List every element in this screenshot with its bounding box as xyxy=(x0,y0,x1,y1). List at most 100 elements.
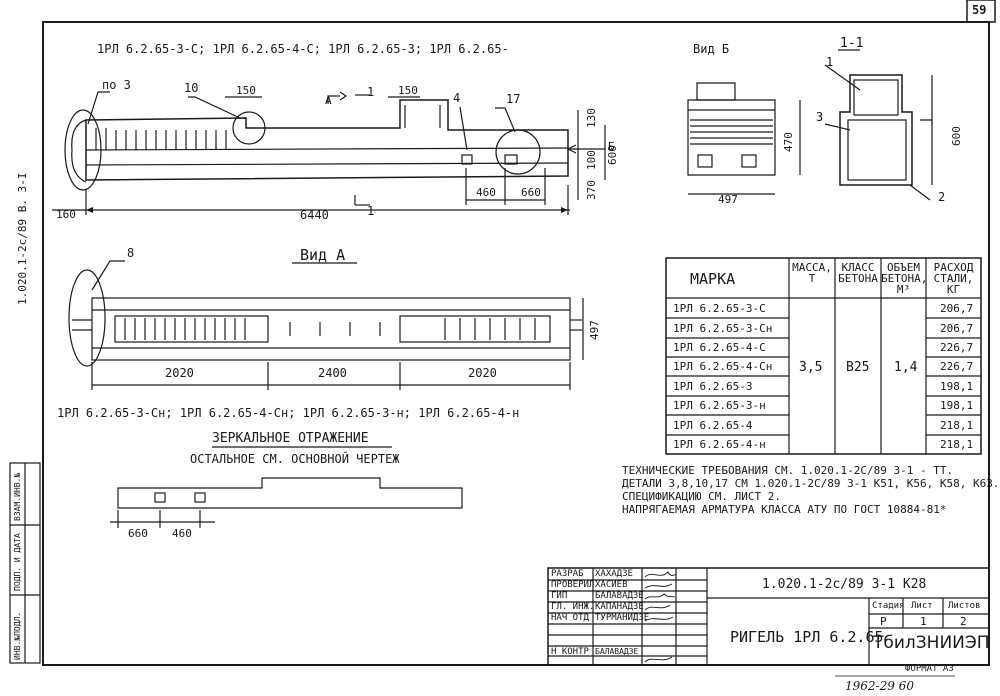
title-organization: ТбилЗНИИЭП xyxy=(873,633,990,653)
title-name-chief-engineer-project: БАЛАВАДЗЕ xyxy=(595,591,644,601)
mirror-title: ЗЕРКАЛЬНОЕ ОТРАЖЕНИЕ xyxy=(212,431,369,446)
title-sheets-label: Листов xyxy=(948,601,981,611)
callout-section-1: 1 xyxy=(826,55,834,69)
dim-2020-left: 2020 xyxy=(165,366,194,380)
dim-370: 370 xyxy=(585,180,598,200)
page-number: 59 xyxy=(972,3,987,17)
table-header-class-line1: КЛАСС xyxy=(841,261,875,274)
table-header-steel-line2: СТАЛИ, xyxy=(933,272,974,285)
table-row-mark: 1РЛ 6.2.65-3-Сн xyxy=(673,322,773,335)
table-row-mark: 1РЛ 6.2.65-3-С xyxy=(673,302,766,315)
side-stamp-replaced-inv: ВЗАМ.ИНВ.№ xyxy=(13,472,22,521)
note-line: НАПРЯГАЕМАЯ АРМАТУРА КЛАССА АТУ ПО ГОСТ … xyxy=(622,503,947,516)
dim-100: 100 xyxy=(585,150,598,170)
dim-460-mirror: 460 xyxy=(172,527,192,540)
table-row-steel: 206,7 xyxy=(940,302,974,315)
dim-600: 600 xyxy=(606,145,619,165)
dim-130: 130 xyxy=(585,108,598,128)
dim-160: 160 xyxy=(56,208,76,221)
title-sheets-value: 2 xyxy=(960,615,967,628)
title-name-head-dept: ТУРМАНИДЗЕ xyxy=(595,613,650,623)
table-header-steel-line3: КГ xyxy=(946,283,961,296)
title-document-code: 1.020.1-2с/89 3-1 К28 xyxy=(762,577,927,592)
note-line: СПЕЦИФИКАЦИЮ СМ. ЛИСТ 2. xyxy=(622,490,781,503)
table-volume-value: 1,4 xyxy=(894,360,918,375)
side-stamp-signature-date: ПОДП. И ДАТА xyxy=(13,533,22,591)
callout-section-3: 3 xyxy=(816,110,824,124)
format-label: ФОРМАТ А3 xyxy=(905,664,954,674)
table-concrete-class-value: В25 xyxy=(846,360,870,375)
title-role-developer: РАЗРАБ xyxy=(551,569,584,579)
table-header-mass: МАССА, Т xyxy=(789,262,835,284)
title-name-developer: ХАХАДЗЕ xyxy=(595,569,633,579)
title-name-chief-engineer: КАПАНАДЗЕ xyxy=(595,602,644,612)
table-row-steel: 198,1 xyxy=(940,380,974,393)
dim-150-left: 150 xyxy=(236,84,256,97)
title-stage-label: Стадия xyxy=(872,601,905,611)
arrow-a-label: А xyxy=(325,94,332,107)
table-row-mark: 1РЛ 6.2.65-4-Сн xyxy=(673,360,773,373)
table-header-volume-line2: БЕТОНА, xyxy=(881,272,928,285)
callout-8: 8 xyxy=(127,246,135,260)
mirror-marks: 1РЛ 6.2.65-3-Сн; 1РЛ 6.2.65-4-Сн; 1РЛ 6.… xyxy=(57,406,520,420)
table-row-steel: 226,7 xyxy=(940,360,974,373)
table-header-steel-line1: РАСХОД xyxy=(933,261,974,274)
callout-17: 17 xyxy=(506,92,521,106)
table-row-steel: 218,1 xyxy=(940,438,974,451)
table-header-volume-line1: ОБЪЕМ xyxy=(886,261,921,274)
table-header-volume: ОБЪЕМ БЕТОНА, М³ xyxy=(881,261,928,296)
dim-6440: 6440 xyxy=(300,208,329,222)
table-row-steel: 198,1 xyxy=(940,399,974,412)
dim-470: 470 xyxy=(782,132,795,152)
view-b-title: Вид Б xyxy=(693,42,730,56)
title-role-chief-engineer-project: ГИП xyxy=(551,591,568,601)
mirror-note: ОСТАЛЬНОЕ СМ. ОСНОВНОЙ ЧЕРТЕЖ xyxy=(190,452,400,466)
title-name-checker: ХАСИЕВ xyxy=(595,580,628,590)
table-row-steel: 226,7 xyxy=(940,341,974,354)
dim-2400: 2400 xyxy=(318,366,347,380)
title-role-head-dept: НАЧ ОТД xyxy=(551,613,589,623)
dim-660: 660 xyxy=(521,186,541,199)
callout-pos3: по 3 xyxy=(102,78,131,92)
note-line: ТЕХНИЧЕСКИЕ ТРЕБОВАНИЯ СМ. 1.020.1-2С/89… xyxy=(622,464,954,477)
title-role-norm-control: Н КОНТР xyxy=(551,647,589,657)
table-row-steel: 206,7 xyxy=(940,322,974,335)
callout-4: 4 xyxy=(453,91,461,105)
table-row-steel: 218,1 xyxy=(940,419,974,432)
section-mark-1-bottom: 1 xyxy=(367,204,375,218)
table-row-mark: 1РЛ 6.2.65-4-н xyxy=(673,438,766,451)
side-stamp-original-inv: ИНВ.№ПОДЛ. xyxy=(13,611,22,660)
table-header-mass-line2: Т xyxy=(808,272,816,285)
handwritten-note: 1962-29 60 xyxy=(845,679,914,693)
table-row-mark: 1РЛ 6.2.65-3-н xyxy=(673,399,766,412)
table-header-mark: МАРКА xyxy=(690,270,736,288)
callout-10: 10 xyxy=(184,81,199,95)
title-role-chief-engineer: ГЛ. ИНЖ. xyxy=(551,602,595,612)
dim-150-right: 150 xyxy=(398,84,418,97)
title-role-checker: ПРОВЕРИЛ xyxy=(551,580,595,590)
view-a-title: Вид А xyxy=(300,246,346,264)
table-row-mark: 1РЛ 6.2.65-4 xyxy=(673,419,753,432)
title-product-name: РИГЕЛЬ 1РЛ 6.2.65 xyxy=(730,628,884,646)
table-header-steel: РАСХОД СТАЛИ, КГ xyxy=(926,262,981,295)
section-mark-1-top: 1 xyxy=(367,85,375,99)
table-row-mark: 1РЛ 6.2.65-3 xyxy=(673,380,753,393)
dim-660-mirror: 660 xyxy=(128,527,148,540)
title-sheet-label: Лист xyxy=(911,601,933,611)
table-header-volume-line3: М³ xyxy=(896,283,911,296)
table-header-class: КЛАСС БЕТОНА xyxy=(835,262,881,284)
table-row-mark: 1РЛ 6.2.65-4-С xyxy=(673,341,766,354)
table-mass-value: 3,5 xyxy=(799,360,823,375)
dim-497-view-a: 497 xyxy=(588,320,601,340)
header-marks: 1РЛ 6.2.65-3-С; 1РЛ 6.2.65-4-С; 1РЛ 6.2.… xyxy=(97,42,509,56)
callout-section-2: 2 xyxy=(938,190,946,204)
dim-600-section: 600 xyxy=(950,126,963,146)
title-name-norm-control: БАЛАВАДЗЕ xyxy=(595,647,639,656)
dim-497-view-b: 497 xyxy=(718,193,738,206)
title-stage-value: Р xyxy=(880,615,887,628)
title-sheet-value: 1 xyxy=(920,615,927,628)
table-header-mass-line1: МАССА, xyxy=(792,261,832,274)
dim-2020-right: 2020 xyxy=(468,366,497,380)
dim-460: 460 xyxy=(476,186,496,199)
